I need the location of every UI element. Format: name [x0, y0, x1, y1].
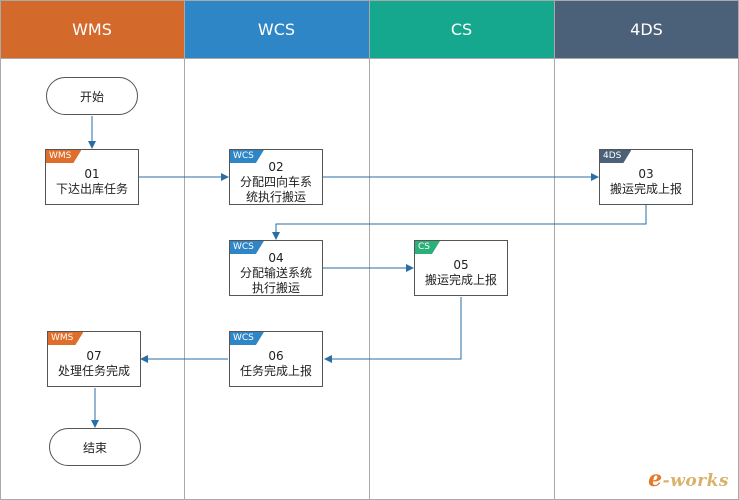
lane-title-cs: CS [450, 19, 473, 39]
lane-header-cs: CS [369, 0, 554, 59]
step-number: 01 [84, 167, 100, 181]
step-tag: WCS [230, 150, 264, 163]
lane-header-wcs: WCS [184, 0, 369, 59]
step-label: 分配输送系统 执行搬运 [239, 265, 312, 295]
end-label: 结束 [82, 440, 107, 455]
step-label: 搬运完成上报 [609, 182, 682, 196]
start-label: 开始 [79, 89, 104, 104]
step-label: 下达出库任务 [55, 182, 128, 196]
lane-divider [369, 0, 370, 500]
step-label: 任务完成上报 [239, 364, 312, 378]
logo-suffix: -works [662, 471, 729, 491]
step-number: 06 [268, 349, 284, 363]
step-label: 搬运完成上报 [424, 273, 497, 287]
step-tag: WMS [48, 332, 83, 345]
step-number: 02 [268, 159, 284, 174]
step-label: 分配四向车系 统执行搬运 [239, 174, 312, 204]
start-node: 开始 [46, 77, 138, 115]
eworks-logo: e-works [648, 466, 729, 492]
step-tag: WCS [230, 241, 264, 254]
lane-header-wms: WMS [0, 0, 184, 59]
step-number: 07 [86, 349, 102, 363]
lane-divider [184, 0, 185, 500]
logo-prefix: e [648, 466, 663, 492]
step-tag: CS [415, 241, 440, 254]
end-node: 结束 [49, 428, 141, 466]
lane-title-wms: WMS [72, 19, 112, 39]
lane-title-wcs: WCS [257, 19, 296, 39]
arrow-05-to-06 [324, 297, 462, 363]
lane-title-4ds: 4DS [630, 19, 663, 39]
step-number: 04 [268, 250, 284, 265]
lane-divider [554, 0, 555, 500]
arrow-03-to-04 [272, 205, 647, 240]
step-tag: 4DS [600, 150, 631, 163]
step-tag: WMS [46, 150, 81, 163]
step-tag: WCS [230, 332, 264, 345]
step-number: 05 [453, 258, 469, 272]
step-number: 03 [638, 167, 654, 181]
step-label: 处理任务完成 [57, 364, 130, 378]
lane-header-4ds: 4DS [554, 0, 739, 59]
